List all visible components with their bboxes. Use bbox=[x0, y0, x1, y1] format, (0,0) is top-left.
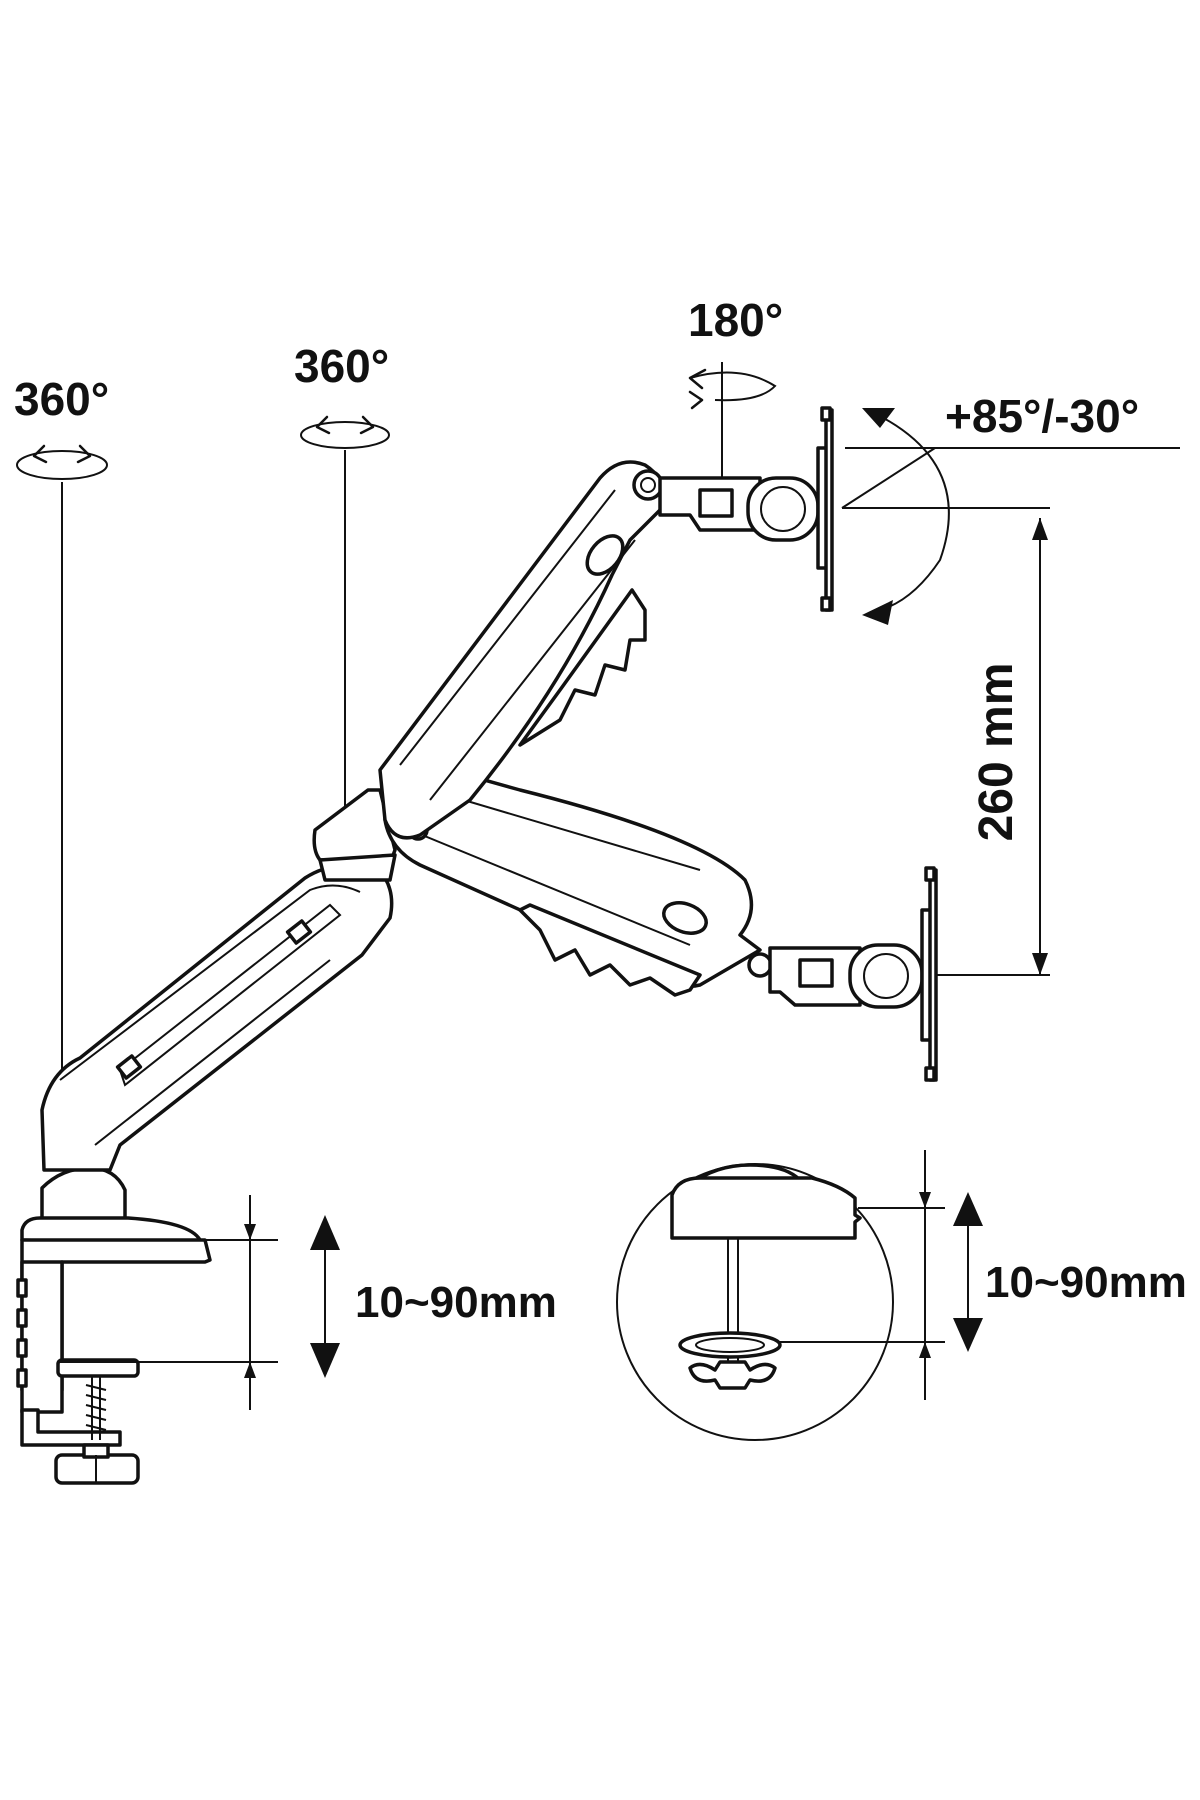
pivot-screw bbox=[747, 952, 773, 978]
grommet-plate bbox=[670, 1176, 862, 1240]
grommet-washer bbox=[678, 1331, 782, 1359]
logo-badge-lowered bbox=[662, 901, 708, 935]
base-cap bbox=[40, 1166, 127, 1222]
vesa-head-lowered bbox=[768, 866, 938, 1082]
clamp-pad bbox=[56, 1358, 140, 1378]
base-rotation-label: 360° bbox=[14, 373, 109, 425]
rotate-arrows-icon bbox=[300, 415, 390, 449]
pivot-screw bbox=[632, 469, 664, 501]
tilt-arrow-up-icon bbox=[862, 408, 895, 428]
clamp-mount bbox=[16, 1166, 212, 1485]
height-dimension: 260 mm bbox=[935, 518, 1050, 976]
wing-nut-icon bbox=[688, 1360, 777, 1390]
rotate-arrows-icon bbox=[688, 368, 777, 410]
rotate-arrows-icon bbox=[16, 444, 108, 480]
arm-rotation-indicator: 360° bbox=[294, 340, 390, 810]
grommet-dimension: 10~90mm bbox=[778, 1150, 1187, 1400]
height-arrow-bottom-icon bbox=[1032, 953, 1048, 975]
swivel-rotation-indicator: 180° bbox=[688, 294, 783, 480]
arm-rotation-label: 360° bbox=[294, 340, 389, 392]
grommet-arrow-down-icon bbox=[953, 1318, 983, 1352]
clamp-arrow-down-icon bbox=[310, 1343, 340, 1378]
clamp-dimension: 10~90mm bbox=[58, 1195, 557, 1410]
lower-arm-body bbox=[40, 864, 394, 1172]
grommet-detail bbox=[616, 1163, 894, 1441]
upper-arm-raised bbox=[378, 460, 668, 840]
swivel-rotation-label: 180° bbox=[688, 294, 783, 346]
grommet-arrow-up-icon bbox=[953, 1192, 983, 1226]
tilt-range-label: +85°/-30° bbox=[945, 390, 1139, 442]
tilt-arrow-down-icon bbox=[862, 600, 893, 625]
spring-mechanism bbox=[518, 903, 702, 997]
base-rotation-indicator: 360° bbox=[14, 373, 109, 1100]
height-arrow-top-icon bbox=[1032, 518, 1048, 540]
tilt-arc bbox=[871, 411, 950, 613]
lower-arm bbox=[40, 864, 394, 1172]
clamp-range-label: 10~90mm bbox=[355, 1278, 557, 1327]
grommet-range-label: 10~90mm bbox=[985, 1258, 1187, 1307]
vesa-head-raised bbox=[658, 406, 834, 612]
logo-badge-raised bbox=[585, 534, 625, 576]
tilt-indicator: +85°/-30° bbox=[841, 390, 1180, 625]
spring-mechanism bbox=[518, 588, 647, 747]
clamp-lower-arm bbox=[20, 1408, 122, 1447]
clamp-arrow-up-icon bbox=[310, 1215, 340, 1250]
height-range-label: 260 mm bbox=[970, 663, 1023, 842]
